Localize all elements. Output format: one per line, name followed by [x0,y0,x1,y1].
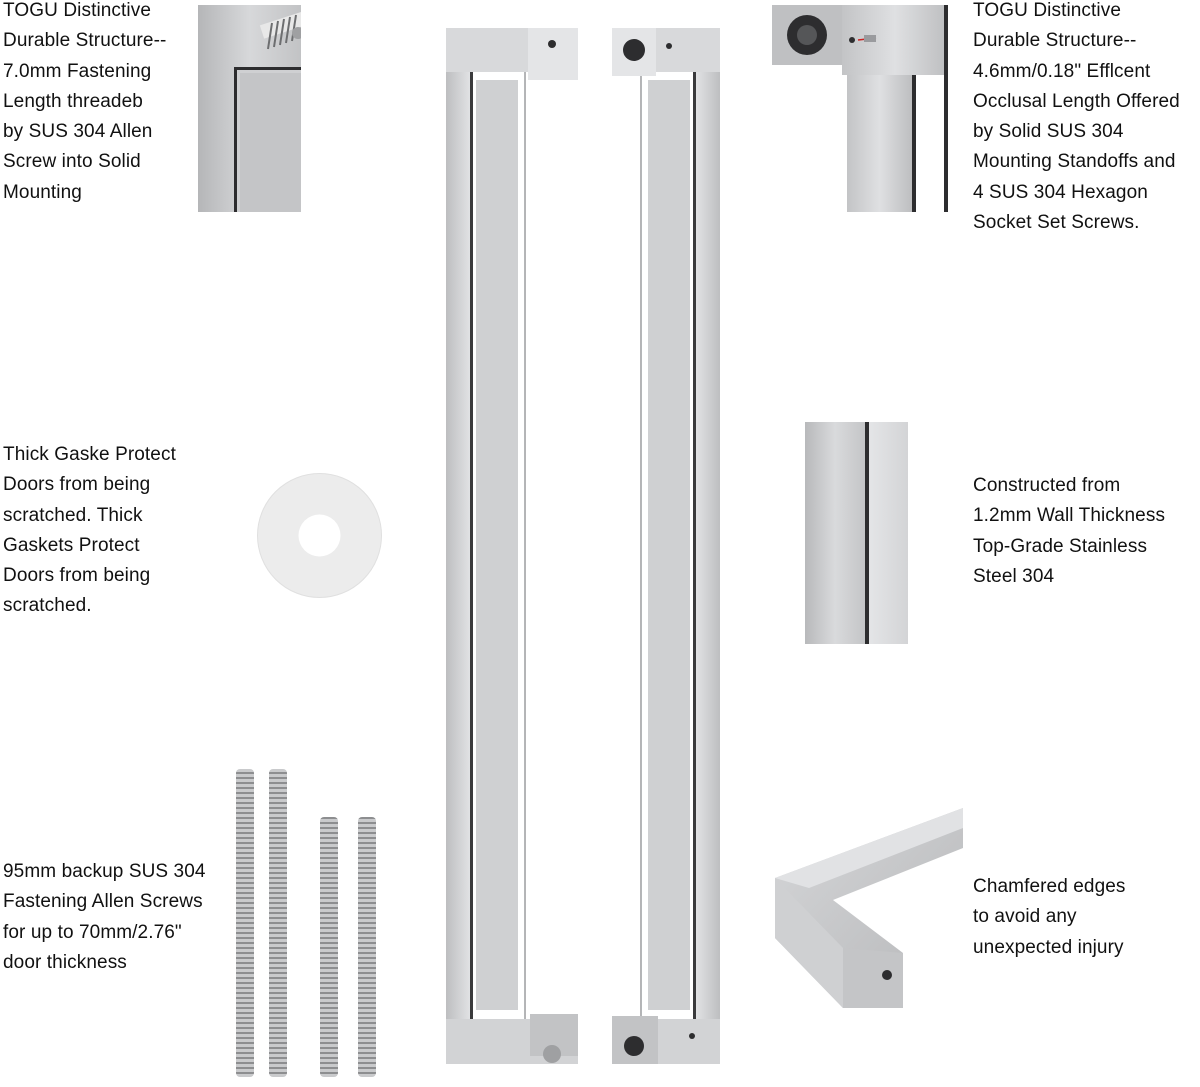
backup-screws-image [236,769,376,1077]
chamfered-corner-image [775,808,963,1008]
left-door-handle-image [446,28,578,1064]
socket-hole-icon [623,39,645,61]
caption-top-right: TOGU Distinctive Durable Structure-- 4.6… [973,0,1180,234]
caption-bottom-left: 95mm backup SUS 304 Fastening Allen Scre… [3,861,206,973]
right-door-handle-image [612,28,720,1064]
caption-bottom-right: Chamfered edges to avoid any unexpected … [973,876,1126,958]
top-mount-block-icon [528,28,578,80]
screw-detail-image [198,5,301,212]
screw-icon [358,817,376,1077]
wall-thickness-detail-image [805,422,908,644]
screw-icon [236,769,254,1077]
allen-screw-icon [543,1045,561,1063]
caption-mid-left: Thick Gaske Protect Doors from being scr… [3,444,176,617]
gasket-image [257,473,382,598]
caption-top-left: TOGU Distinctive Durable Structure-- 7.0… [3,0,167,203]
screw-icon [320,817,338,1077]
socket-hole-icon [624,1036,644,1056]
spring-screw-icon [259,5,301,50]
screw-icon [269,769,287,1077]
standoff-detail-image [772,5,948,212]
caption-mid-right: Constructed from 1.2mm Wall Thickness To… [973,475,1166,587]
